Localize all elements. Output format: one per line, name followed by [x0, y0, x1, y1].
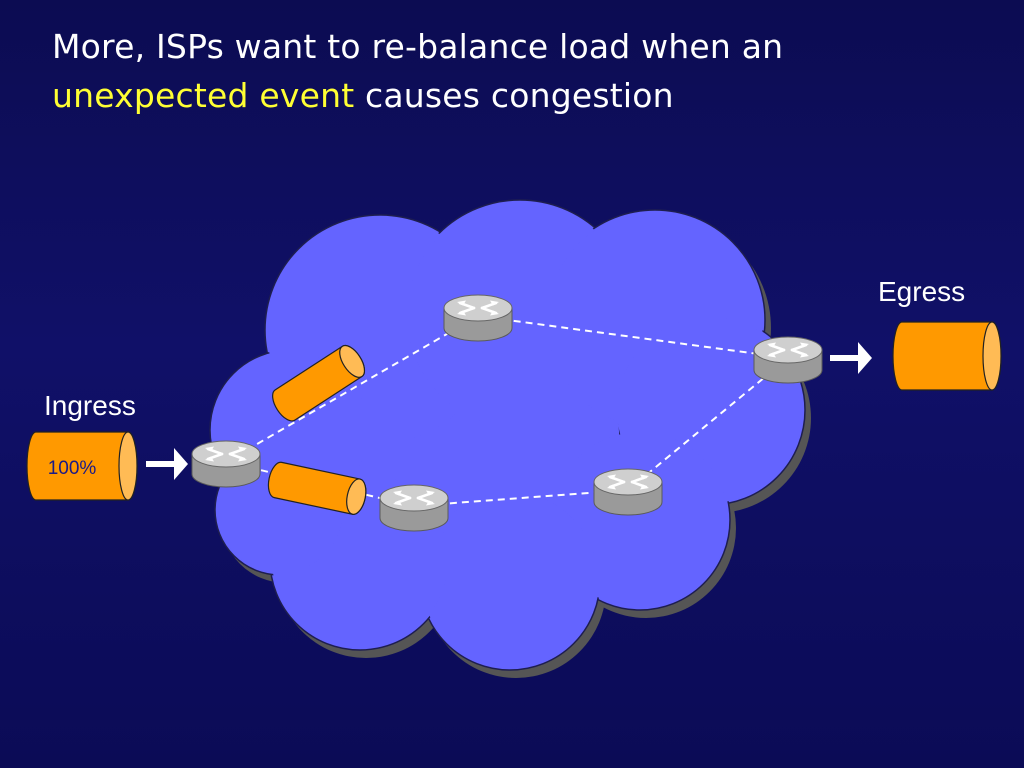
egress-cylinder-icon [892, 321, 1002, 391]
router-icon[interactable] [592, 467, 664, 517]
ingress-load-label: 100% [48, 458, 97, 479]
router-icon[interactable] [442, 293, 514, 343]
router-icon[interactable] [190, 439, 262, 489]
egress-label: Egress [878, 276, 966, 307]
link-ingress-top [225, 315, 479, 463]
ingress-cylinder-icon [26, 431, 138, 501]
title-line-2-rest: causes congestion [354, 76, 674, 115]
title-line-1: More, ISPs want to re-balance load when … [52, 27, 784, 66]
title-line-2: unexpected event causes congestion [52, 71, 992, 120]
arrow-right-icon [830, 342, 872, 374]
link-top-egress [477, 315, 789, 359]
title-highlight: unexpected event [52, 76, 355, 115]
ingress-label: Ingress [44, 390, 136, 421]
network-cloud-fill [212, 202, 803, 668]
router-icon[interactable] [752, 335, 824, 385]
arrow-right-icon [146, 448, 188, 480]
link-bottom-right-egress [627, 357, 789, 491]
router-icon[interactable] [378, 483, 450, 533]
slide-title: More, ISPs want to re-balance load when … [52, 22, 992, 120]
